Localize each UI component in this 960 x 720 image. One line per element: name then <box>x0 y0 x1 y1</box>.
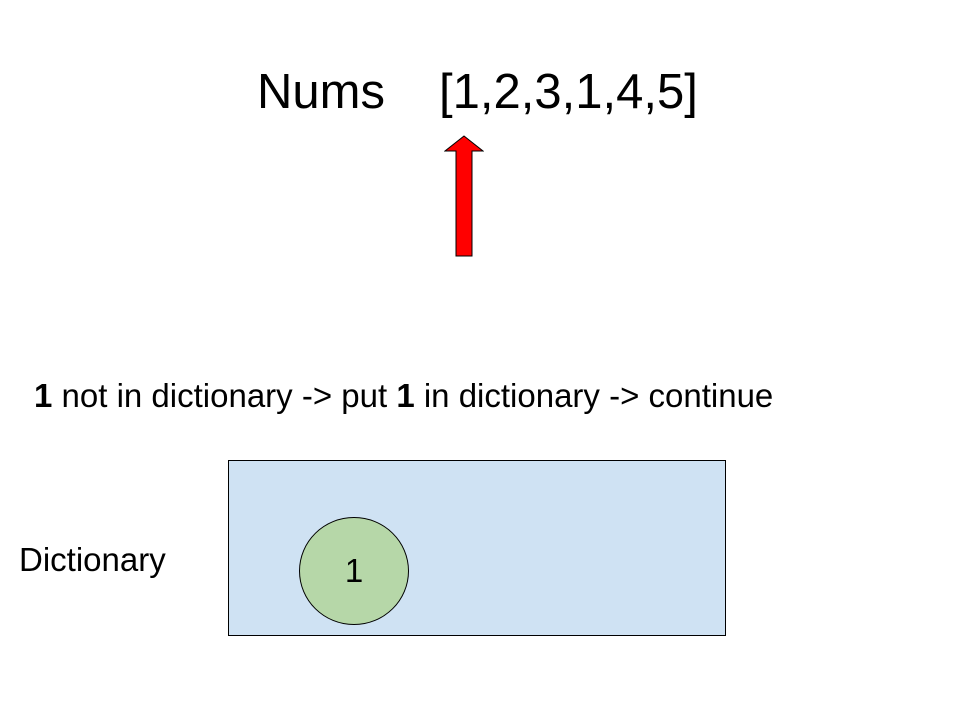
dictionary-item: 1 <box>299 517 409 625</box>
step-text-part1: not in dictionary -> put <box>52 377 397 414</box>
step-text-part2: in dictionary -> continue <box>414 377 774 414</box>
dictionary-label: Dictionary <box>19 541 166 578</box>
step-description: 1 not in dictionary -> put 1 in dictiona… <box>34 374 773 418</box>
step-value: 1 <box>34 377 53 414</box>
dictionary-item-value: 1 <box>344 552 364 589</box>
nums-label: Nums <box>257 65 385 119</box>
arrow-shape <box>444 135 484 257</box>
dictionary-box <box>228 460 726 636</box>
nums-array: [1,2,3,1,4,5] <box>439 65 698 119</box>
step-value-2: 1 <box>396 377 415 414</box>
up-arrow-icon <box>444 135 484 257</box>
